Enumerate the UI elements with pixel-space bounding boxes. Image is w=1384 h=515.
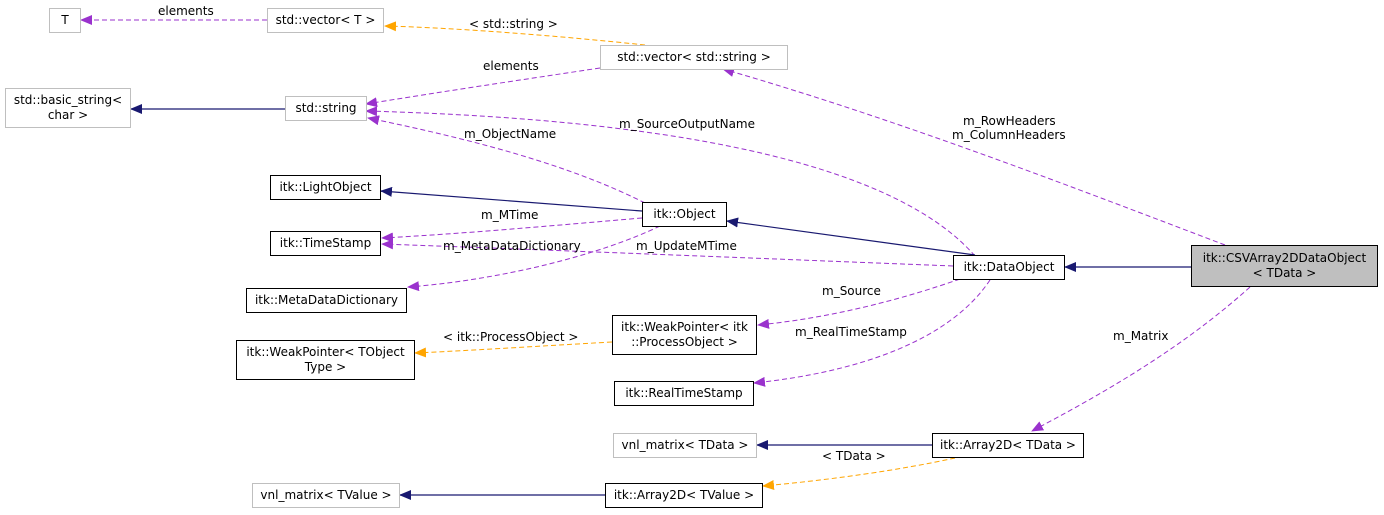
label-column-headers: m_ColumnHeaders (952, 128, 1066, 142)
node-vnl-matrix-tdata-label: vnl_matrix< TData > (621, 438, 749, 452)
edge-update-m-time (381, 239, 954, 267)
node-std-string-label: std::string (295, 101, 357, 115)
label-source-output-name: m_SourceOutputName (619, 117, 755, 131)
node-vector-string-label: std::vector< std::string > (617, 50, 771, 64)
node-array2d-tdata[interactable]: itk::Array2D< TData > (932, 433, 1084, 458)
node-light-object-label: itk::LightObject (279, 180, 372, 194)
node-csv-array-line1: itk::CSVArray2DDataObject (1202, 251, 1367, 265)
label-object-name: m_ObjectName (464, 127, 557, 141)
node-vector-string[interactable]: std::vector< std::string > (600, 45, 788, 70)
label-m-time: m_MTime (481, 208, 539, 222)
node-weak-pointer-process-line2: ::ProcessObject > (631, 335, 738, 349)
edge-object-inherits-light-object (380, 186, 643, 212)
label-row-headers: m_RowHeaders (963, 114, 1056, 128)
node-vnl-matrix-tvalue[interactable]: vnl_matrix< TValue > (252, 483, 400, 508)
node-std-string[interactable]: std::string (285, 96, 367, 121)
node-weak-pointer-process-object[interactable]: itk::WeakPointer< itk::ProcessObject > (612, 315, 757, 355)
edge-vector-string-template (384, 21, 646, 46)
label-update-m-time: m_UpdateMTime (636, 239, 737, 253)
edge-object-m-time (381, 217, 643, 243)
edge-source-output-name (365, 106, 976, 257)
node-t-label: T (61, 13, 69, 27)
label-process-object-template: < itk::ProcessObject > (443, 330, 579, 344)
node-vnl-matrix-tvalue-label: vnl_matrix< TValue > (260, 488, 392, 502)
edge-data-object-source (757, 278, 961, 329)
node-vnl-matrix-tdata[interactable]: vnl_matrix< TData > (613, 433, 757, 458)
node-array2d-tdata-label: itk::Array2D< TData > (940, 438, 1076, 452)
node-time-stamp[interactable]: itk::TimeStamp (270, 231, 381, 256)
node-object-label: itk::Object (653, 207, 716, 221)
label-tdata-template: < TData > (822, 449, 886, 463)
node-real-time-stamp[interactable]: itk::RealTimeStamp (614, 381, 754, 406)
node-weak-pointer-process-line1: itk::WeakPointer< itk (621, 320, 748, 334)
edge-vector-string-elements (365, 67, 601, 108)
node-t[interactable]: T (49, 8, 81, 33)
node-meta-data-dictionary-label: itk::MetaDataDictionary (254, 293, 399, 307)
edge-array2d-template (762, 457, 956, 490)
edge-object-name (367, 115, 646, 204)
label-meta-data-dictionary: m_MetaDataDictionary (443, 239, 581, 253)
edge-weak-pointer-template (414, 341, 613, 358)
edge-object-meta-data-dictionary (407, 225, 661, 292)
edge-data-object-real-time-stamp (753, 279, 991, 387)
label-std-string-template: < std::string > (469, 17, 558, 31)
label-source: m_Source (822, 284, 881, 298)
edge-csv-matrix (1031, 286, 1251, 432)
node-meta-data-dictionary[interactable]: itk::MetaDataDictionary (246, 288, 407, 313)
label-elements-top: elements (158, 4, 214, 18)
node-object[interactable]: itk::Object (642, 202, 727, 227)
node-basic-string-line1: std::basic_string< (13, 93, 123, 107)
node-real-time-stamp-label: itk::RealTimeStamp (625, 386, 743, 400)
edge-data-object-inherits-object (726, 217, 976, 256)
node-basic-string[interactable]: std::basic_string<char > (5, 88, 131, 128)
node-light-object[interactable]: itk::LightObject (270, 175, 381, 200)
node-basic-string-line2: char > (47, 108, 89, 122)
node-time-stamp-label: itk::TimeStamp (279, 236, 372, 250)
node-vector-t[interactable]: std::vector< T > (267, 8, 384, 33)
node-csv-array2d-data-object[interactable]: itk::CSVArray2DDataObject< TData > (1191, 245, 1378, 287)
node-weak-pointer-tobject-line1: itk::WeakPointer< TObject (246, 345, 405, 359)
node-csv-array-line2: < TData > (1252, 266, 1317, 280)
label-elements-mid: elements (483, 59, 539, 73)
node-array2d-tvalue[interactable]: itk::Array2D< TValue > (605, 483, 763, 508)
node-data-object-label: itk::DataObject (963, 260, 1055, 274)
edge-csv-headers (722, 67, 1226, 246)
node-array2d-tvalue-label: itk::Array2D< TValue > (613, 488, 755, 502)
node-weak-pointer-tobject-line2: Type > (304, 360, 347, 374)
node-data-object[interactable]: itk::DataObject (953, 255, 1065, 280)
label-matrix: m_Matrix (1113, 329, 1169, 343)
node-vector-t-label: std::vector< T > (275, 13, 376, 27)
label-real-time-stamp: m_RealTimeStamp (795, 325, 907, 339)
